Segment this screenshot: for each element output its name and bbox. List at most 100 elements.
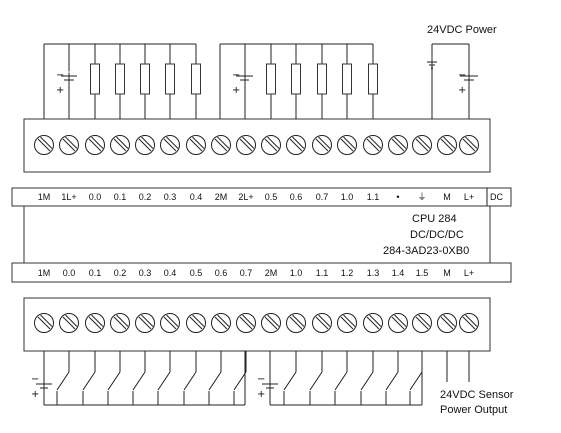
battery-symbol-bottom-1: − + — [31, 374, 52, 400]
top-terminal-screw — [363, 135, 383, 155]
input-switches — [56, 351, 423, 405]
bottom-terminal-screw — [286, 313, 306, 333]
bottom-terminal-screw — [160, 313, 180, 333]
terminal-label: 0.6 — [290, 192, 303, 202]
terminal-label: 0.1 — [114, 192, 127, 202]
terminal-label: 0.6 — [215, 268, 228, 278]
terminal-label: 1M — [38, 192, 51, 202]
cpu-model: CPU 284 — [412, 213, 457, 225]
bottom-terminal-screw — [337, 313, 357, 333]
terminal-label: 0.5 — [190, 268, 203, 278]
bottom-terminal-screw — [437, 313, 457, 333]
sensor-label-1: 24VDC Sensor — [440, 389, 514, 401]
top-terminal-screw — [59, 135, 79, 155]
svg-text:−: − — [31, 374, 39, 385]
top-terminal-screw — [236, 135, 256, 155]
load-resistor — [115, 63, 125, 95]
battery-symbol-power: − + — [458, 70, 478, 96]
top-terminal-screw — [186, 135, 206, 155]
bottom-terminal-screw — [59, 313, 79, 333]
svg-text:+: + — [56, 85, 64, 96]
bottom-terminal-screw — [459, 313, 479, 333]
input-switch — [132, 351, 146, 405]
bottom-terminal-screw — [110, 313, 130, 333]
terminal-label: 2M — [215, 192, 228, 202]
terminal-label: 0.5 — [265, 192, 278, 202]
terminal-label: 0.4 — [190, 192, 203, 202]
input-switch — [208, 351, 222, 405]
input-switch — [183, 351, 197, 405]
terminal-label: 2L+ — [238, 192, 253, 202]
terminal-label: 0.3 — [164, 192, 177, 202]
top-terminal-screw — [211, 135, 231, 155]
top-terminal-screw — [388, 135, 408, 155]
bottom-terminals — [34, 313, 479, 333]
power-label: 24VDC Power — [427, 24, 497, 36]
load-resistor — [191, 63, 201, 95]
svg-text:−: − — [458, 70, 466, 81]
svg-text:−: − — [232, 70, 240, 81]
top-terminal-screw — [160, 135, 180, 155]
top-output-wiring — [43, 43, 470, 120]
terminal-label: ⏚ — [417, 192, 426, 202]
terminal-label: • — [396, 192, 399, 202]
input-switch — [283, 351, 297, 405]
bottom-label-strip — [11, 262, 512, 283]
sensor-label-2: Power Output — [440, 404, 507, 416]
svg-text:−: − — [257, 374, 265, 385]
svg-text:+: + — [232, 85, 240, 96]
bottom-terminal-screw — [261, 313, 281, 333]
terminal-label: 1.0 — [341, 192, 354, 202]
terminal-label: 1M — [38, 268, 51, 278]
terminal-label: 1.2 — [341, 268, 354, 278]
input-switch — [107, 351, 121, 405]
terminal-label: 0.4 — [164, 268, 177, 278]
input-switch — [309, 351, 323, 405]
load-resistor — [140, 63, 150, 95]
terminal-label: 0.1 — [89, 268, 102, 278]
bottom-input-wiring — [43, 351, 470, 406]
cpu-order-number: 284-3AD23-0XB0 — [383, 245, 469, 257]
terminal-label: M — [443, 268, 451, 278]
battery-symbol-top-1: − + — [56, 70, 78, 96]
terminal-label: 1.0 — [290, 268, 303, 278]
bottom-terminal-screw — [388, 313, 408, 333]
terminal-label: 0.0 — [63, 268, 76, 278]
top-terminal-screw — [286, 135, 306, 155]
load-resistor — [368, 63, 378, 95]
terminal-label: 1.5 — [416, 268, 429, 278]
terminal-label: 1L+ — [61, 192, 76, 202]
terminal-label: 0.7 — [316, 192, 329, 202]
top-terminal-screw — [85, 135, 105, 155]
terminal-label: 1.4 — [392, 268, 405, 278]
bottom-terminal-screw — [236, 313, 256, 333]
bottom-terminal-screw — [85, 313, 105, 333]
bottom-terminal-screw — [312, 313, 332, 333]
input-switch — [233, 351, 247, 405]
dc-label: DC — [490, 192, 503, 202]
bottom-terminal-screw — [186, 313, 206, 333]
svg-text:−: − — [56, 70, 64, 81]
input-switch — [157, 351, 171, 405]
input-switch — [360, 351, 374, 405]
battery-symbol-bottom-2: − + — [257, 374, 278, 400]
terminal-label: 1.1 — [367, 192, 380, 202]
terminal-label: 0.7 — [240, 268, 253, 278]
input-switch — [409, 351, 423, 405]
input-switch — [56, 351, 70, 405]
bottom-terminal-screw — [211, 313, 231, 333]
input-switch — [385, 351, 399, 405]
load-resistor — [342, 63, 352, 95]
terminal-label: 0.2 — [139, 192, 152, 202]
top-terminal-screw — [110, 135, 130, 155]
svg-text:+: + — [31, 389, 39, 400]
top-terminal-screw — [412, 135, 432, 155]
top-terminal-screw — [437, 135, 457, 155]
top-terminal-screw — [261, 135, 281, 155]
top-terminals — [34, 135, 479, 155]
top-terminal-screw — [459, 135, 479, 155]
svg-text:+: + — [257, 389, 265, 400]
